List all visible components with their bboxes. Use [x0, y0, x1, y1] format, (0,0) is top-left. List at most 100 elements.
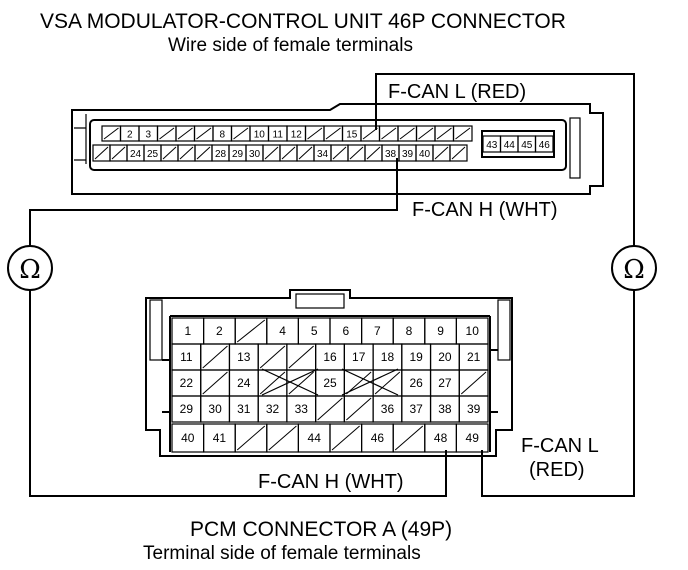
- vsa-terminal: [156, 125, 177, 142]
- pcm-terminal-number: 37: [410, 402, 424, 416]
- vsa-terminal: 12: [286, 125, 307, 142]
- pcm-terminal: [234, 317, 268, 345]
- vsa-terminal-number: 12: [291, 130, 303, 141]
- pcm-terminal-number: 39: [467, 402, 481, 416]
- vsa-side-block: [481, 130, 555, 158]
- pcm-terminal: [392, 423, 426, 453]
- vsa-terminal: [296, 144, 315, 162]
- ohm-symbol-right: Ω: [623, 255, 645, 285]
- vsa-terminal: [415, 125, 436, 142]
- pcm-terminal-number: 26: [410, 376, 424, 390]
- pcm-terminal-number: 29: [180, 402, 194, 416]
- vsa-terminal: 2: [119, 125, 140, 142]
- vsa-terminal: 11: [267, 125, 288, 142]
- vsa-terminal: [449, 144, 468, 162]
- vsa-terminal: [330, 144, 349, 162]
- pcm-terminal-number: 27: [438, 376, 452, 390]
- vsa-terminal-number: 30: [249, 149, 261, 160]
- vsa-side-terminal-number: 44: [504, 140, 516, 151]
- pcm-terminal: 7: [361, 317, 394, 345]
- ohmmeter-right: Ω: [611, 245, 657, 291]
- vsa-terminal: [364, 144, 383, 162]
- vsa-side-terminal-number: 46: [539, 140, 551, 151]
- pcm-terminal: [257, 343, 288, 371]
- pcm-fcan-l-label: F-CAN L: [521, 435, 599, 457]
- pcm-terminal-number: 46: [371, 431, 385, 445]
- pcm-terminal-number: 41: [213, 431, 227, 445]
- pcm-terminal: [315, 395, 345, 423]
- vsa-terminal: [304, 125, 325, 142]
- vsa-terminal-number: 24: [130, 149, 142, 160]
- pcm-terminal-number: 30: [208, 402, 222, 416]
- vsa-terminal: 24: [126, 144, 145, 162]
- vsa-subtitle: Wire side of female terminals: [168, 35, 413, 56]
- pcm-terminal: 30: [200, 395, 231, 423]
- vsa-terminal-number: 15: [346, 130, 358, 141]
- vsa-terminal: [193, 125, 214, 142]
- vsa-terminal: [177, 144, 196, 162]
- pcm-terminal: 27: [429, 369, 460, 397]
- vsa-terminal-number: 39: [402, 149, 414, 160]
- vsa-title: VSA MODULATOR-CONTROL UNIT 46P CONNECTOR: [40, 10, 566, 33]
- pcm-subtitle: Terminal side of female terminals: [143, 543, 421, 564]
- pcm-terminal-number: 49: [466, 431, 480, 445]
- pcm-terminal-number: 6: [342, 324, 349, 338]
- vsa-terminal-number: 28: [215, 149, 227, 160]
- pcm-terminal: 1: [171, 317, 205, 345]
- ohmmeter-left: Ω: [7, 245, 53, 291]
- ohmmeter-wiring: [29, 73, 635, 497]
- pcm-terminal-number: 24: [237, 376, 251, 390]
- pcm-terminal: 20: [429, 343, 460, 371]
- vsa-terminal: [194, 144, 213, 162]
- pcm-terminal-number: 8: [406, 324, 413, 338]
- vsa-terminal: [452, 125, 473, 142]
- vsa-terminal: 34: [313, 144, 332, 162]
- vsa-terminal-number: 3: [145, 130, 151, 141]
- pcm-terminal-number: 33: [295, 402, 309, 416]
- pcm-terminal: [200, 343, 231, 371]
- pcm-terminal: 18: [372, 343, 403, 371]
- pcm-terminal-number: 21: [467, 350, 481, 364]
- pcm-terminal-number: 16: [323, 350, 337, 364]
- vsa-terminal: [160, 144, 179, 162]
- pcm-terminal-number: 2: [216, 324, 223, 338]
- pcm-terminal: [329, 423, 363, 453]
- vsa-terminal: [175, 125, 196, 142]
- vsa-terminal: 28: [211, 144, 230, 162]
- vsa-side-terminal: 46: [534, 135, 554, 153]
- pcm-terminal: 19: [401, 343, 432, 371]
- pcm-terminal-number: 4: [279, 324, 286, 338]
- vsa-terminal: [432, 144, 451, 162]
- vsa-terminal: [378, 125, 399, 142]
- pcm-terminal-number: 20: [438, 350, 452, 364]
- vsa-terminal: [109, 144, 128, 162]
- pcm-terminal: 44: [297, 423, 331, 453]
- pcm-terminal-number: 11: [180, 350, 193, 364]
- vsa-terminal: [323, 125, 344, 142]
- pcm-terminal: 16: [315, 343, 345, 371]
- vsa-terminal: [230, 125, 251, 142]
- vsa-terminal: [347, 144, 366, 162]
- pcm-terminal: 5: [297, 317, 331, 345]
- pcm-terminal-number: 13: [237, 350, 251, 364]
- pcm-terminal-number: 17: [352, 350, 366, 364]
- pcm-terminal: [286, 343, 317, 371]
- pcm-terminal: [266, 423, 299, 453]
- vsa-terminal-number: 2: [127, 130, 133, 141]
- pcm-terminal-number: 19: [410, 350, 424, 364]
- vsa-terminal: 3: [138, 125, 159, 142]
- vsa-terminal-number: 25: [147, 149, 159, 160]
- pcm-terminal: 2: [203, 317, 236, 345]
- pcm-title: PCM CONNECTOR A (49P): [190, 518, 452, 541]
- pcm-terminal: 25: [315, 369, 345, 397]
- pcm-terminal: 40: [171, 423, 205, 453]
- pcm-terminal: 29: [171, 395, 202, 423]
- pcm-terminal-number: 10: [466, 324, 480, 338]
- vsa-terminal: [101, 125, 122, 142]
- vsa-side-terminal-number: 45: [521, 140, 533, 151]
- pcm-terminal-number: 32: [266, 402, 280, 416]
- pcm-terminal-number: 38: [438, 402, 452, 416]
